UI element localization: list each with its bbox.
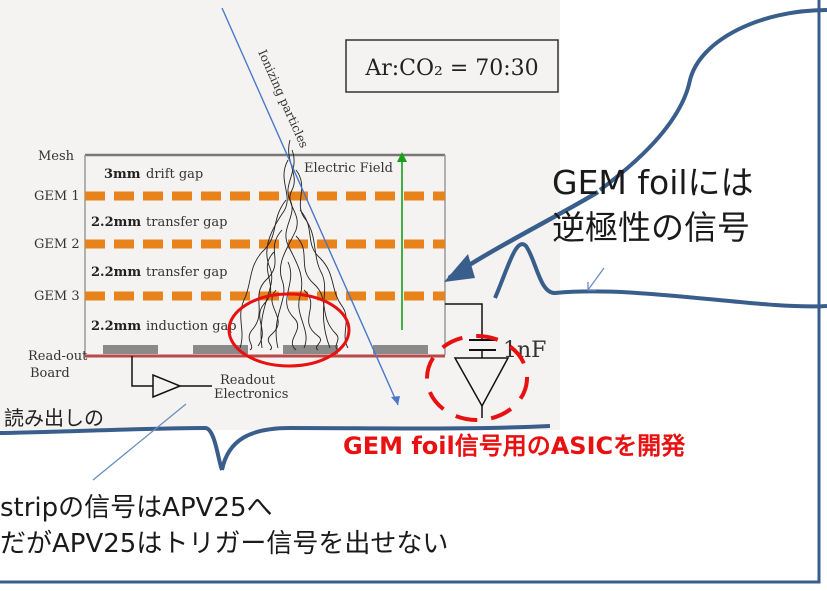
callout-bubble-bottom (493, 242, 827, 309)
amplifier-symbol (152, 373, 182, 399)
transfer-gap-1-name: transfer gap (146, 215, 227, 230)
asic-highlight-ellipse (425, 334, 529, 422)
strip-callout-line2: だがAPV25はトリガー信号を出せない (0, 529, 449, 559)
readout-strip (283, 345, 338, 354)
gas-box (345, 39, 559, 93)
strip-callout-line1: stripの信号はAPV25へ (0, 493, 273, 523)
gas-label: Ar:CO₂ = 70:30 (364, 56, 538, 81)
cut-off-text: 読み出しの (4, 406, 104, 430)
avalanche-highlight-ellipse (227, 292, 351, 368)
readout-strip (193, 345, 248, 354)
bottom-pointer (92, 403, 187, 481)
asic-callout: GEM foil信号用のASICを開発 (343, 432, 686, 460)
electric-field-label: Electric Field (304, 161, 393, 176)
readout-board-label-1: Read-out (28, 349, 88, 364)
transfer-gap-1-size: 2.2mm (91, 215, 141, 230)
asic-amplifier-symbol (453, 357, 510, 408)
transfer-gap-2-size: 2.2mm (91, 265, 141, 280)
gem2-label: GEM 2 (34, 237, 80, 252)
electric-field-arrowhead (397, 152, 407, 162)
avalanche-tracks (239, 139, 349, 351)
gem3-label: GEM 3 (34, 289, 80, 304)
gem-foil-callout: GEM foilには 逆極性の信号 (552, 160, 754, 250)
callout-bubble-top (598, 8, 827, 192)
small-pointer-head (587, 282, 596, 291)
particle-arrowhead (391, 396, 400, 405)
readout-wire (131, 356, 153, 387)
readout-strip (103, 345, 158, 354)
bottom-bubble-right (220, 424, 551, 471)
readout-strip (373, 345, 428, 354)
induction-gap-size: 2.2mm (91, 319, 141, 334)
ionizing-particle-track (221, 7, 399, 406)
capacitor-label: 1nF (503, 338, 546, 363)
drift-gap-name: drift gap (146, 167, 203, 182)
drift-gap-size: 3mm (104, 167, 141, 182)
mesh-label: Mesh (38, 149, 75, 164)
induction-gap-name: induction gap (146, 319, 237, 334)
gem-foil-callout-line2: 逆極性の信号 (552, 208, 750, 247)
gem1-label: GEM 1 (34, 189, 80, 204)
bottom-bubble-left (0, 425, 224, 471)
small-pointer (587, 267, 605, 291)
electronics-label-1: Readout (220, 373, 276, 388)
gem-foil-callout-line1: GEM foilには (552, 163, 754, 202)
electronics-label-2: Electronics (214, 387, 288, 402)
readout-board-label-2: Board (30, 366, 70, 381)
gem-pickup-wire (445, 303, 483, 340)
strip-callout: stripの信号はAPV25へ だがAPV25はトリガー信号を出せない (0, 490, 448, 562)
callout-arrowhead (444, 254, 475, 282)
transfer-gap-2-name: transfer gap (146, 265, 227, 280)
